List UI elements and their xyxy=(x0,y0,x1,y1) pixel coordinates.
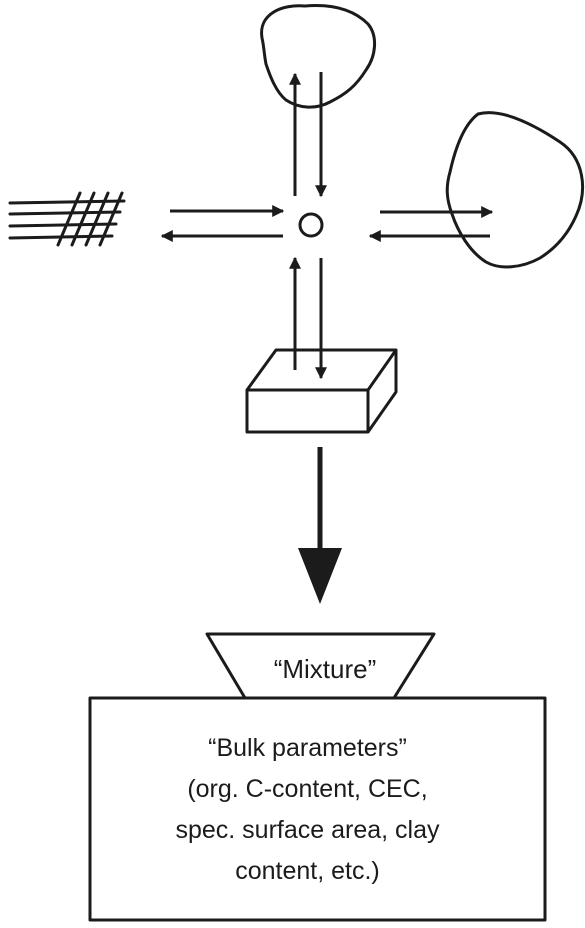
compound-circle xyxy=(298,212,324,238)
sample-box xyxy=(245,348,398,434)
mixture-label: “Mixture” xyxy=(273,654,377,684)
bulk-line-4: content, etc.) xyxy=(235,857,380,885)
bulk-line-3: spec. surface area, clay xyxy=(175,816,440,844)
big-down-arrow-head xyxy=(298,548,342,604)
bulk-line-2: (org. C-content, CEC, xyxy=(187,775,428,803)
bulk-parameters-box xyxy=(88,696,547,922)
right-particle-blob xyxy=(445,111,584,269)
top-particle-blob xyxy=(260,4,376,109)
mesh-grid-icon xyxy=(8,191,126,247)
bulk-line-1: “Bulk parameters” xyxy=(208,734,407,762)
bulk-parameters-text: “Bulk parameters” (org. C-content, CEC, … xyxy=(100,728,515,892)
